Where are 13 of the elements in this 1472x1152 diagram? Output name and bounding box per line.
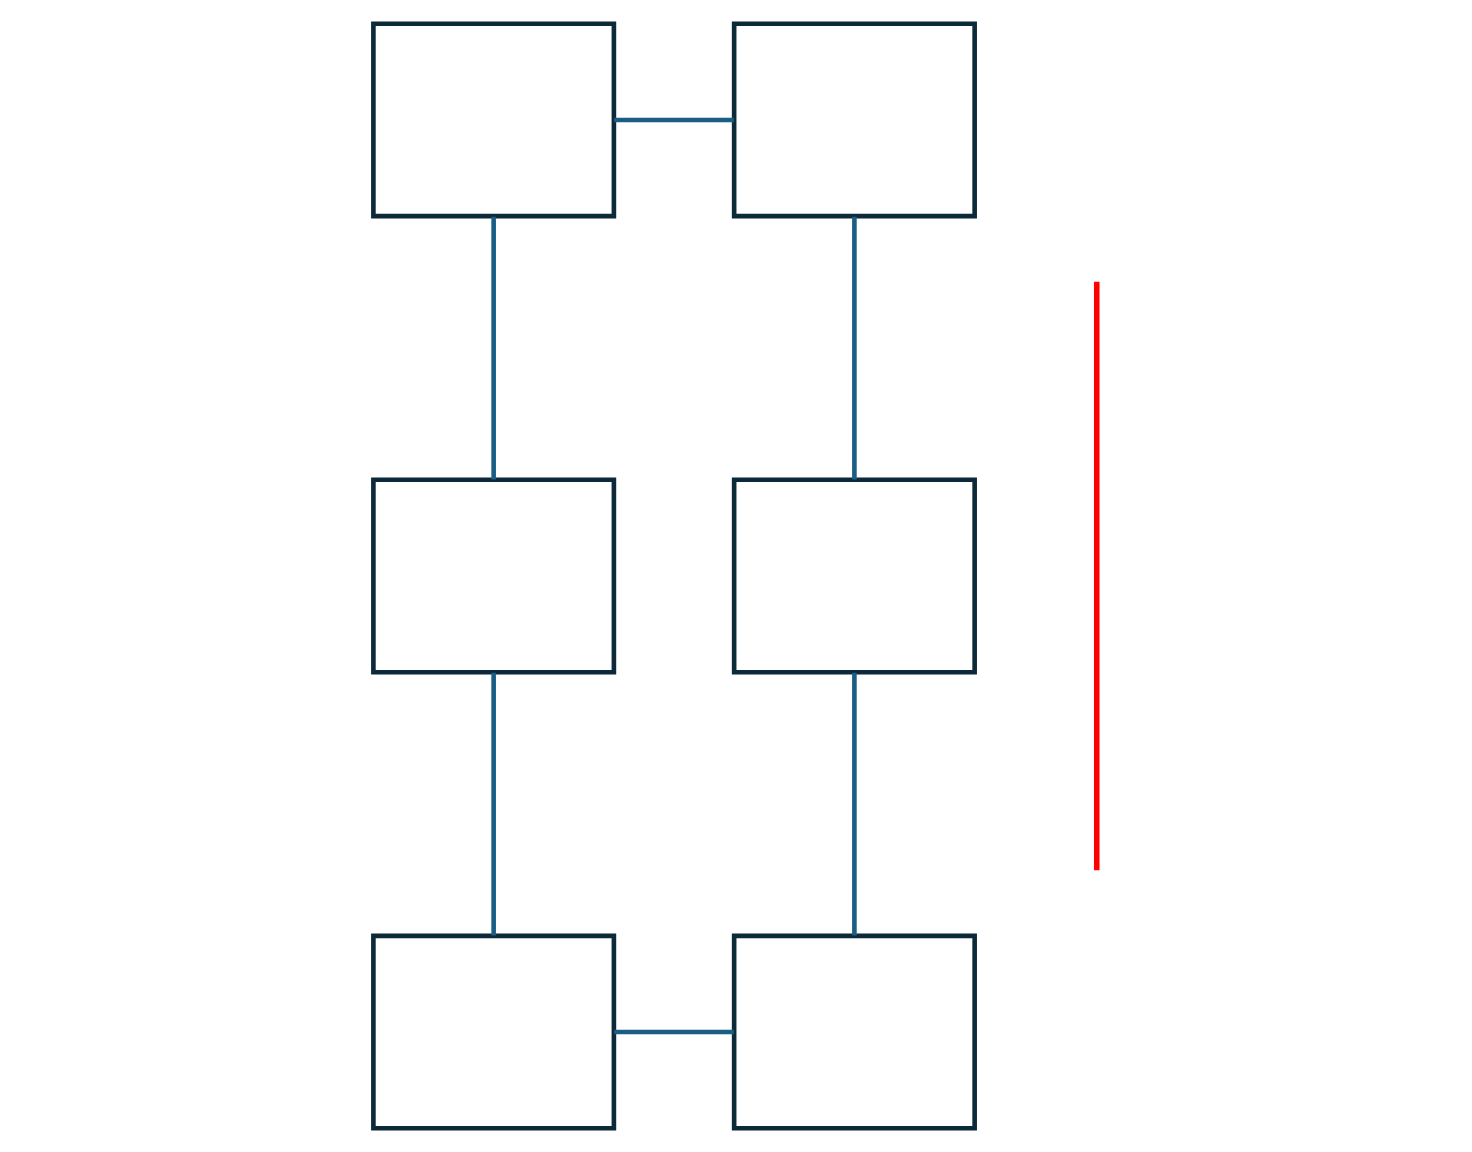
node-box (371, 933, 617, 1131)
connector (852, 672, 857, 936)
connector (614, 1029, 734, 1035)
node-box (731, 477, 977, 675)
connector (491, 672, 496, 936)
connector (491, 216, 496, 480)
node-line (1093, 281, 1100, 871)
node-box (731, 933, 977, 1131)
connector (614, 117, 734, 123)
node-box (371, 477, 617, 675)
node-box (371, 21, 617, 219)
node-box (731, 21, 977, 219)
connector (852, 216, 857, 480)
